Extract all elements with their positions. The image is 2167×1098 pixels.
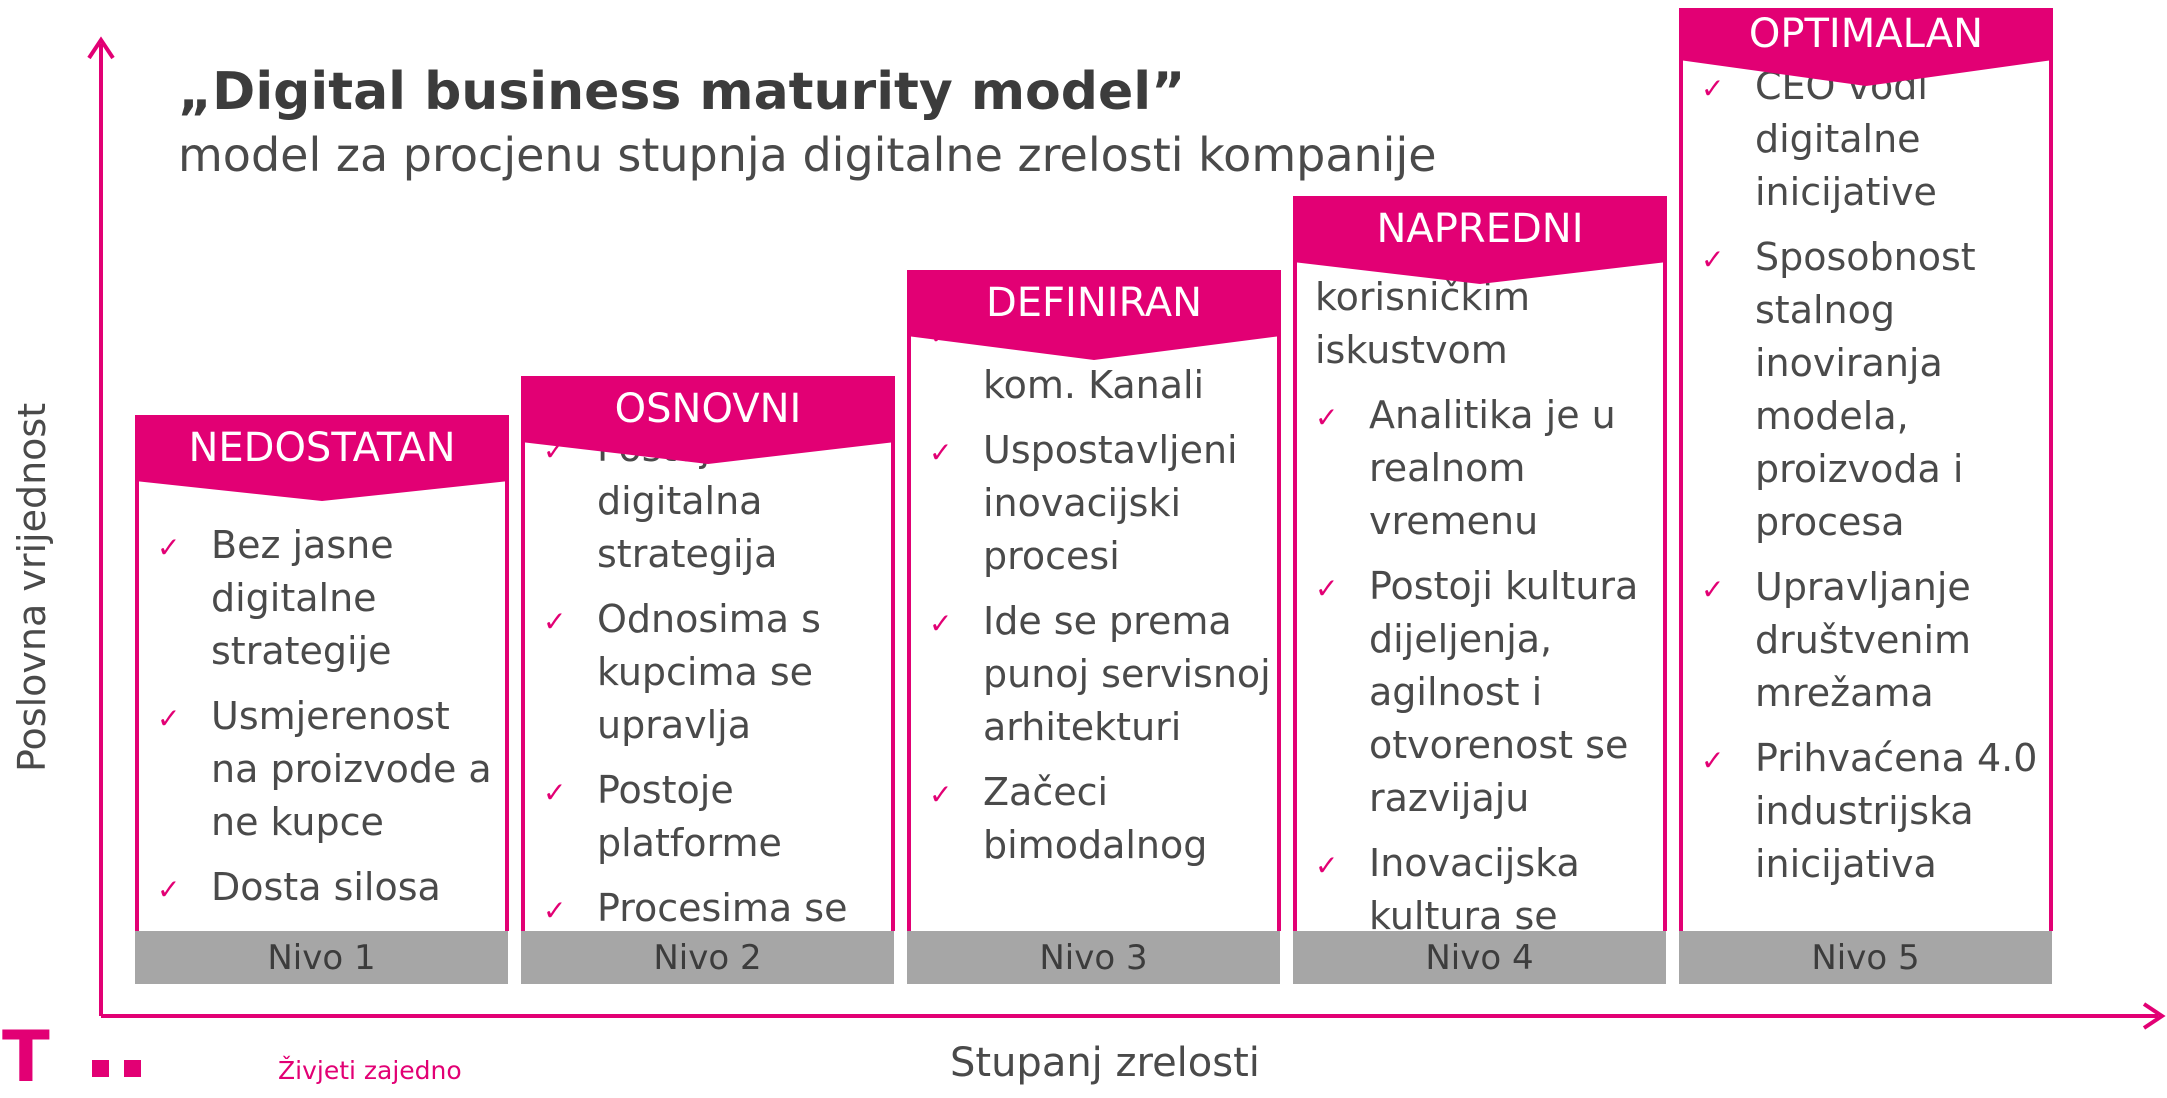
- level-2-list: ✓Postoji digitalna strategija ✓Odnosima …: [525, 422, 891, 931]
- check-icon: ✓: [929, 778, 953, 811]
- y-axis-label: Poslovna vrijednost: [10, 402, 54, 772]
- level-4-nivo: Nivo 4: [1293, 931, 1666, 984]
- check-icon: ✓: [1701, 243, 1725, 276]
- level-1-card: ✓Bez jasne digitalne strategije ✓ Usmjer…: [135, 423, 509, 931]
- level-1-banner: NEDOSTATAN: [135, 415, 509, 481]
- level-4-banner: NAPREDNI: [1293, 196, 1667, 262]
- slogan: Živjeti zajedno: [278, 1056, 462, 1085]
- level-5-item: ✓Upravljanje društvenim mrežama: [1701, 565, 1972, 715]
- check-icon: ✓: [157, 702, 181, 735]
- check-icon: ✓: [1315, 401, 1339, 434]
- level-2-banner-point: [521, 442, 895, 464]
- check-icon: ✓: [1701, 744, 1725, 777]
- level-5-card: ✓CEO vodi digitalne inicijative ✓Sposobn…: [1679, 16, 2053, 931]
- level-4-card: korisničkim iskustvom ✓Analitika je u re…: [1293, 203, 1667, 931]
- level-4-list: ✓Analitika je u realnom vremenu ✓Postoji…: [1297, 389, 1663, 931]
- level-4-banner-point: [1293, 262, 1667, 284]
- level-2-item: ✓Procesima se: [525, 882, 891, 931]
- telekom-logo-icon: T: [2, 1016, 50, 1098]
- level-4-pre-text: korisničkim iskustvom: [1315, 275, 1530, 372]
- check-icon: ✓: [157, 531, 181, 564]
- level-5-list: ✓CEO vodi digitalne inicijative ✓Sposobn…: [1683, 60, 2049, 891]
- level-2-item: ✓Postoje platforme: [543, 768, 782, 865]
- level-1-banner-point: [135, 481, 509, 501]
- diagram-title: „Digital business maturity model”: [178, 62, 1186, 122]
- level-5-nivo: Nivo 5: [1679, 931, 2052, 984]
- check-icon: ✓: [929, 607, 953, 640]
- level-3-card: ✓Integrirani kom. Kanali ✓Uspostavljeni …: [907, 280, 1281, 931]
- level-1-item: ✓Dosta silosa: [139, 861, 505, 914]
- level-2-card: ✓Postoji digitalna strategija ✓Odnosima …: [521, 386, 895, 931]
- y-axis-arrow: [87, 36, 115, 60]
- level-4-item: ✓Postoji kultura dijeljenja, agilnost i …: [1315, 564, 1639, 820]
- level-1-item: ✓ Usmjerenost na proizvode a ne kupce: [157, 694, 492, 844]
- level-4-item: ✓Analitika je u realnom vremenu: [1315, 393, 1616, 543]
- x-axis-arrow: [2142, 1002, 2166, 1030]
- level-2-banner: OSNOVNI: [521, 376, 895, 442]
- check-icon: ✓: [1701, 573, 1725, 606]
- level-3-banner: DEFINIRAN: [907, 270, 1281, 336]
- level-3-item: ✓Ide se prema punoj servisnoj arhitektur…: [929, 599, 1271, 749]
- level-3-item: ✓Začeci bimodalnog: [929, 770, 1208, 867]
- level-3-banner-point: [907, 336, 1281, 360]
- check-icon: ✓: [1315, 572, 1339, 605]
- level-5-item: ✓Prihvaćena 4.0 industrijska inicijativa: [1701, 736, 2038, 886]
- x-axis-label: Stupanj zrelosti: [950, 1040, 1260, 1086]
- level-4-item: ✓Inovacijska kultura se: [1315, 841, 1580, 931]
- level-3-item: ✓Uspostavljeni inovacijski procesi: [929, 428, 1238, 578]
- level-5-banner: OPTIMALAN: [1679, 8, 2053, 60]
- level-1-nivo: Nivo 1: [135, 931, 508, 984]
- check-icon: ✓: [1315, 849, 1339, 882]
- level-1-list: ✓Bez jasne digitalne strategije ✓ Usmjer…: [139, 519, 505, 914]
- check-icon: ✓: [543, 605, 567, 638]
- check-icon: ✓: [543, 894, 567, 927]
- level-2-item: ✓Odnosima s kupcima se upravlja: [543, 597, 821, 747]
- level-3-list: ✓Integrirani kom. Kanali ✓Uspostavljeni …: [911, 306, 1277, 872]
- check-icon: ✓: [543, 776, 567, 809]
- check-icon: ✓: [157, 873, 181, 906]
- level-2-nivo: Nivo 2: [521, 931, 894, 984]
- level-5-banner-point: [1679, 60, 2053, 86]
- logo-square-icon: [92, 1060, 109, 1077]
- level-1-item: ✓Bez jasne digitalne strategije: [157, 523, 394, 673]
- level-5-item: ✓Sposobnost stalnog inoviranja modela, p…: [1701, 235, 1976, 544]
- level-4-content: korisničkim iskustvom ✓Analitika je u re…: [1297, 271, 1663, 931]
- diagram-subtitle: model za procjenu stupnja digitalne zrel…: [178, 128, 1437, 182]
- check-icon: ✓: [929, 436, 953, 469]
- logo-square-icon: [124, 1060, 141, 1077]
- level-3-nivo: Nivo 3: [907, 931, 1280, 984]
